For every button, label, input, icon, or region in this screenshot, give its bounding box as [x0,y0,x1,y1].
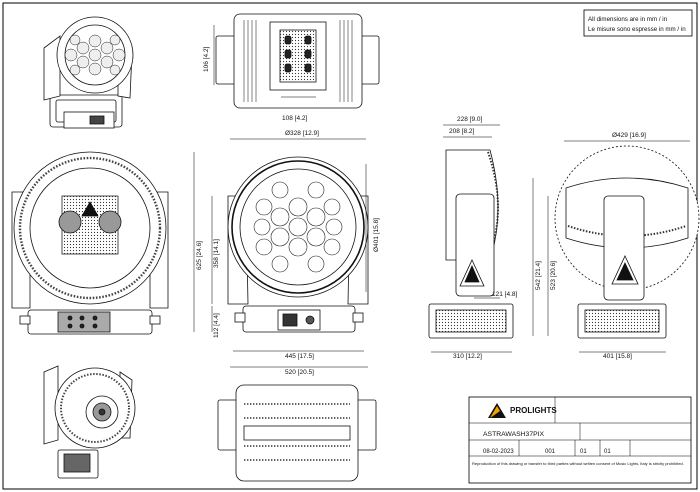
front-lens-cells [253,181,343,273]
brand-name: PROLIGHTS [510,406,557,415]
front-view [227,156,369,333]
isometric-view-bottom [43,365,136,479]
units-note-line1: All dimensions are in mm / in [588,16,668,23]
dim-side-total-width: 401 [15.8] [603,353,632,360]
scale-a: 01 [580,449,587,455]
dim-side-base-width: 310 [12.2] [453,353,482,360]
side-view-swing [554,145,700,339]
copyright-note: Reproduction of this drawing or transfer… [472,461,684,466]
front-dimension-lines [193,138,368,368]
dim-top-mount-width: 108 [4.2] [282,115,307,122]
top-view [213,13,380,109]
side-view [428,149,514,339]
side-dimension-lines [431,124,512,353]
dim-side-pivot-height: 523 [20.6] [550,261,557,290]
drawing-date: 08-02-2023 [483,449,514,455]
units-note-line2: Le misure sono espresse in mm / in [588,26,686,33]
units-note: All dimensions are in mm / in Le misure … [583,9,693,37]
dim-front-total-width: 520 [20.5] [285,369,314,376]
iso-top-lens-cells [64,34,126,76]
dim-front-head-dia: Ø328 [12.9] [285,130,319,137]
rear-fin-ring [18,156,162,300]
bottom-view-fins [244,403,350,461]
bottom-view [217,384,377,482]
rear-view [11,151,169,335]
dim-front-yoke-height: 358 [14.1] [213,239,220,268]
dim-side-offset: 121 [4.8] [492,291,517,298]
model-name: ASTRAWASH37PIX [483,431,545,438]
title-block: PROLIGHTS ASTRAWASH37PIX 08-02-2023 001 … [468,396,692,484]
dim-top-mount-height: 106 [4.2] [203,47,210,72]
top-view-fins [243,20,353,102]
scale-b: 01 [604,449,611,455]
dim-front-lens-dia: Ø401 [15.8] [373,218,380,252]
dim-side-total-height: 542 [21.4] [535,261,542,290]
dim-front-base-height: 112 [4.4] [213,313,220,338]
dim-side-head-depth: 208 [8.2] [449,128,474,135]
dim-front-total-height: 625 [24.6] [196,241,203,270]
swing-dimension-lines [532,140,690,353]
sheet-number: 001 [545,449,556,455]
dim-side-swing-dia: Ø429 [16.9] [612,132,646,139]
dim-side-depth: 228 [9.0] [457,116,482,123]
isometric-view-top [43,16,134,129]
prolights-triangle-logo-icon [488,403,506,418]
dim-front-base-width: 445 [17.5] [285,353,314,360]
